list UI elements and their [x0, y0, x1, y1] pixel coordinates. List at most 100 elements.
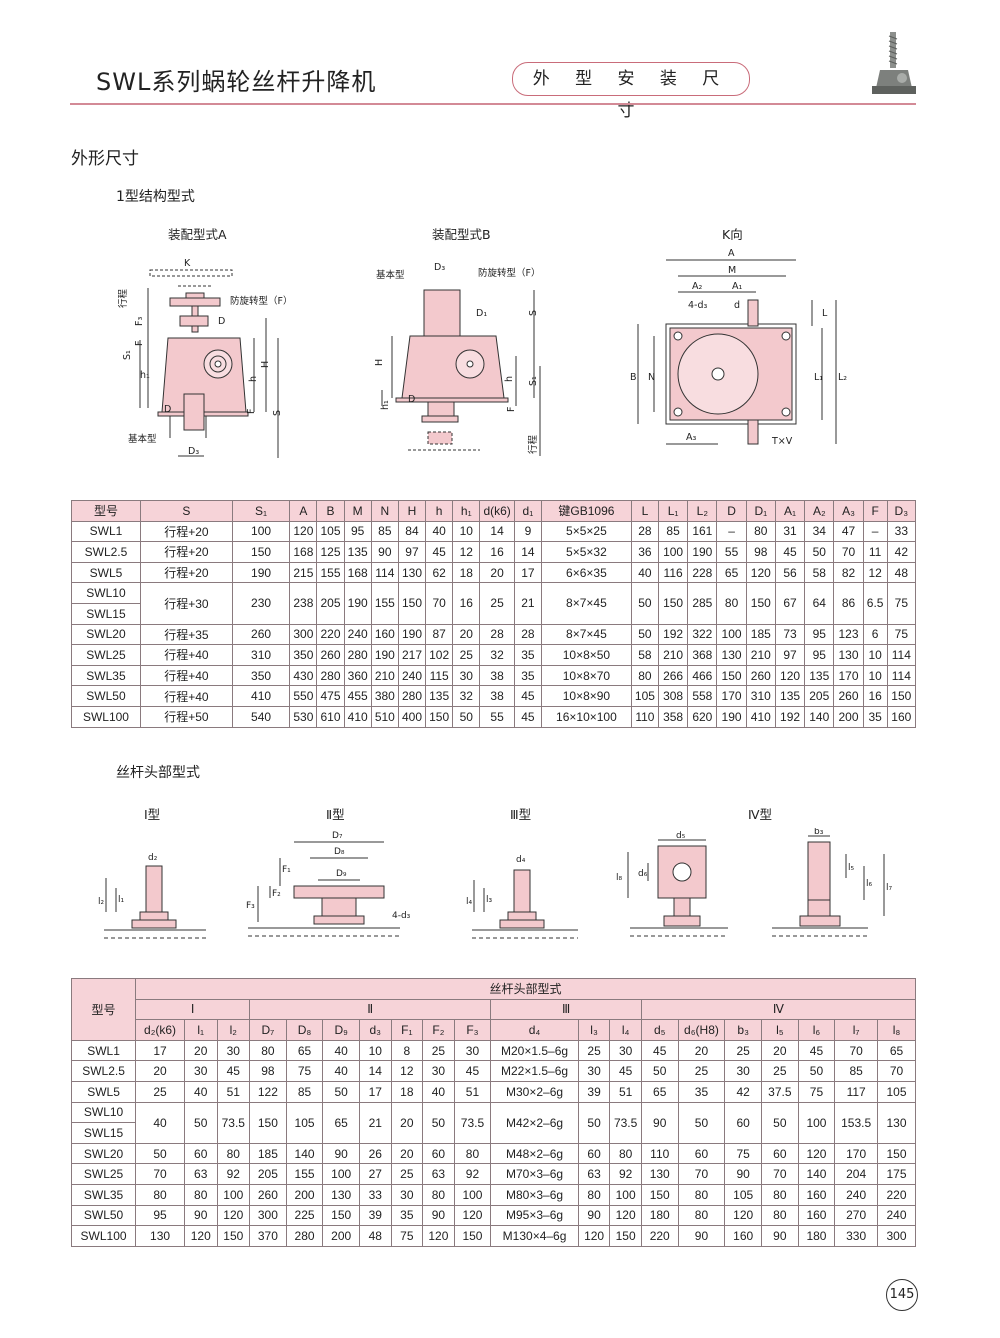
table-cell: 26 [359, 1142, 392, 1165]
table-cell: 105 [316, 520, 345, 543]
page-number: 145 [886, 1279, 918, 1311]
table-cell: 130 [640, 1163, 679, 1185]
table-cell: 38 [479, 685, 515, 707]
table-cell: 51 [453, 1080, 492, 1103]
assembly-b-drawing: 基本型 D₃ 防旋转型（F） D₁ S H h₁ D h S₁ F 行程 [374, 262, 541, 456]
table-cell: 153.5 [834, 1101, 879, 1144]
table-cell: 10×8×70 [541, 664, 632, 687]
table-cell: 100 [216, 1183, 251, 1206]
table-cell: 80 [609, 1142, 642, 1165]
table-cell: 300 [249, 1204, 287, 1227]
table-header-cell: S₁ [231, 500, 291, 522]
table-cell: 300 [877, 1225, 916, 1247]
table-cell: 205 [316, 582, 345, 625]
table-cell: 90 [370, 541, 399, 563]
table-header-cell: h [425, 500, 454, 522]
label-s: S [528, 310, 539, 316]
table-header-cell: M [343, 500, 372, 522]
table-header-cell: h₁ [452, 500, 481, 522]
assembly-a-drawing: K 行程 F₃ F S₁ h₁ D 防旋转型（F） H h F S D 基本型 … [118, 258, 292, 458]
label-stroke: 行程 [527, 434, 539, 454]
table-cell: 180 [640, 1204, 679, 1227]
label-f3: F₃ [246, 901, 255, 911]
table-cell: 475 [316, 685, 345, 707]
table-cell: 120 [577, 1225, 611, 1247]
table-cell: 120 [745, 561, 776, 584]
table-cell: 行程+30 [139, 582, 233, 625]
table-cell: – [862, 520, 888, 543]
label-base-type: 基本型 [128, 433, 157, 445]
group-header: 丝杆头部型式 [135, 978, 916, 1000]
table-cell: 25 [422, 1039, 455, 1062]
table-cell: 80 [630, 664, 659, 687]
label-l7: l₇ [886, 883, 893, 893]
table-cell: 45 [774, 541, 806, 563]
table-cell: 120 [183, 1225, 218, 1247]
table-cell: 82 [833, 561, 864, 584]
table-cell: 65 [285, 1039, 324, 1062]
table-header-cell: d₁ [513, 500, 543, 522]
table-cell: 11 [862, 541, 888, 563]
model-cell: SWL2.5 [70, 1060, 137, 1082]
table-cell: 380 [370, 685, 399, 707]
table-cell: 140 [804, 705, 835, 728]
table-cell: 150 [886, 685, 917, 707]
model-cell: SWL35 [71, 664, 141, 687]
table-cell: 466 [687, 664, 718, 687]
table-cell: 175 [877, 1163, 916, 1185]
table-cell: 80 [745, 520, 776, 543]
label-l4: l₄ [466, 897, 473, 907]
table-cell: 45 [609, 1060, 642, 1082]
table-cell: 20 [677, 1039, 726, 1062]
label-l8: l₈ [616, 873, 623, 883]
table-cell: 55 [716, 541, 747, 563]
table-cell: 160 [370, 623, 399, 646]
label-l5: l₅ [848, 863, 855, 873]
model-cell: SWL10 [71, 582, 141, 604]
table-cell: 200 [833, 705, 864, 728]
rod-head-type-2-drawing: D₇ D₈ D₉ F₁ F₂ F₃ 4-d₃ [246, 831, 411, 937]
label-a1: A₁ [732, 281, 742, 292]
table-header-cell: l₃ [577, 1019, 611, 1041]
table-cell: M48×2–6g [490, 1142, 579, 1165]
table-cell: 42 [886, 541, 917, 563]
table-cell: 160 [886, 705, 917, 728]
table-cell: 140 [797, 1163, 836, 1185]
table-cell: 35 [390, 1204, 424, 1227]
table-cell: 20 [183, 1039, 218, 1062]
table-cell: 45 [513, 705, 543, 728]
table-cell: 160 [797, 1204, 836, 1227]
table-cell: 67 [774, 582, 806, 625]
table-cell: 155 [285, 1163, 324, 1185]
table-cell: 410 [231, 685, 291, 707]
table-cell: 620 [687, 705, 718, 728]
table-cell: M42×2–6g [490, 1101, 579, 1144]
table-header-cell: l₈ [877, 1019, 916, 1041]
table-cell: 25 [452, 644, 481, 666]
table-cell: 73.5 [453, 1101, 492, 1144]
table-header-cell: S [139, 500, 233, 522]
table-cell: 50 [322, 1080, 360, 1103]
table-cell: 155 [316, 561, 345, 584]
label-h: h [248, 376, 259, 382]
table-cell: 40 [135, 1101, 185, 1144]
table-cell: 114 [886, 664, 917, 687]
table-cell: 45 [216, 1060, 251, 1082]
label-b: B [630, 372, 637, 383]
table-cell: 75 [285, 1060, 324, 1082]
table-cell: 5×5×25 [541, 520, 632, 543]
table-header-cell: F [862, 500, 888, 522]
table-cell: 85 [370, 520, 399, 543]
table-cell: 215 [289, 561, 318, 584]
table-cell: 40 [322, 1060, 360, 1082]
table-cell: 6 [862, 623, 888, 646]
table-cell: 37.5 [761, 1080, 799, 1103]
table-cell: 28 [479, 623, 515, 646]
table-cell: 455 [343, 685, 372, 707]
table-header-cell: L₁ [657, 500, 689, 522]
